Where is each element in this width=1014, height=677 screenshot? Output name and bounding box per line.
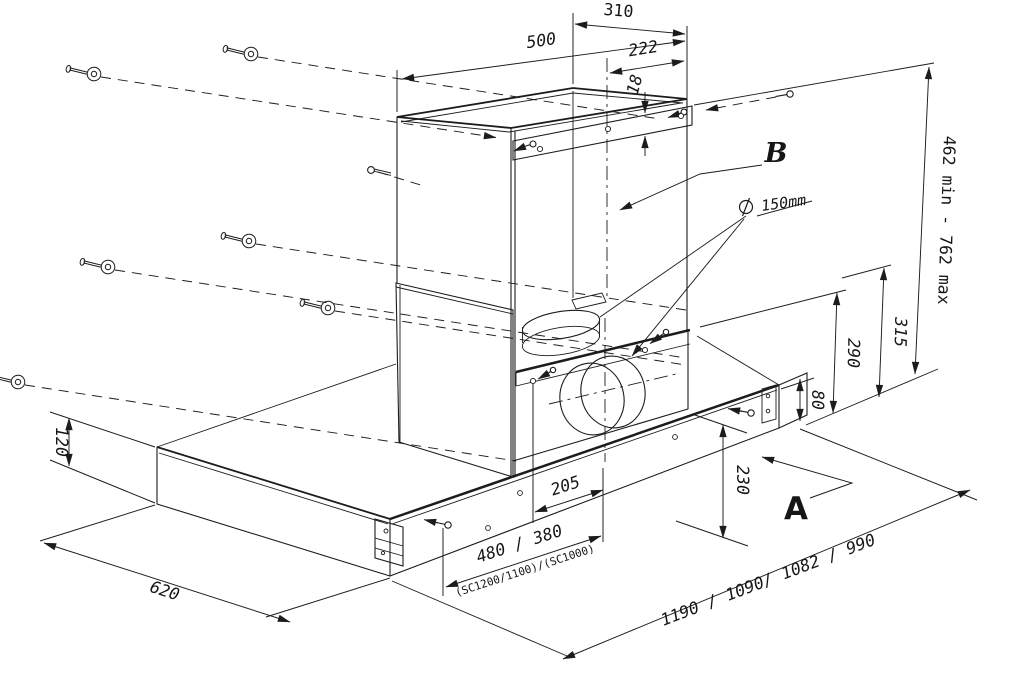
- rear-outlet-ring: [548, 355, 677, 436]
- callouts: B A 150mm: [599, 138, 854, 527]
- mount-hole: [672, 434, 678, 440]
- hood-body: [512, 58, 691, 462]
- screw-icon: [0, 371, 27, 391]
- callout-a: A: [784, 491, 808, 527]
- callout-b: B: [764, 138, 788, 169]
- dim-290: 290: [844, 338, 864, 368]
- screw-icon: [219, 230, 258, 250]
- screw-icon: [78, 256, 117, 276]
- dim-230: 230: [733, 465, 752, 495]
- dim-310: 310: [603, 0, 634, 21]
- screw-icon: [727, 407, 755, 417]
- dim-18: 18: [623, 72, 647, 96]
- dim-canopy-lengths: 1190 / 1090/ 1082 / 990: [658, 530, 878, 630]
- mount-hole: [517, 490, 523, 496]
- canopy: [156, 335, 808, 577]
- dim-120: 120: [52, 427, 71, 457]
- screw-icon: [298, 297, 337, 317]
- dim-315: 315: [891, 316, 911, 347]
- screw-icon: [367, 166, 392, 176]
- bracket-hole: [641, 346, 649, 354]
- dim-620: 620: [148, 577, 182, 604]
- screw-icon: [423, 518, 452, 529]
- chimney-duct: [396, 87, 693, 478]
- diameter-callout: 150mm: [599, 191, 813, 357]
- diameter-label: 150mm: [760, 191, 807, 215]
- dim-height-range: 462 min - 762 max: [934, 135, 959, 305]
- mount-hole: [485, 525, 491, 531]
- upper-mounting-bracket: [512, 105, 693, 161]
- screw-icon: [775, 90, 794, 98]
- bracket-hole: [529, 377, 537, 385]
- dim-205: 205: [548, 472, 582, 499]
- screw-icon: [64, 63, 103, 83]
- screw-icon: [221, 43, 260, 63]
- screw-icon: [537, 366, 557, 380]
- screw-icon: [513, 140, 537, 152]
- right-corner-bracket: [761, 384, 777, 424]
- left-corner-bracket: [374, 518, 404, 567]
- lower-duct-panel: [395, 282, 514, 478]
- dim-80: 80: [808, 390, 827, 410]
- dim-500: 500: [525, 29, 557, 52]
- dim-222: 222: [627, 37, 659, 60]
- diameter-icon: [738, 197, 754, 217]
- duct-collar: [521, 292, 607, 357]
